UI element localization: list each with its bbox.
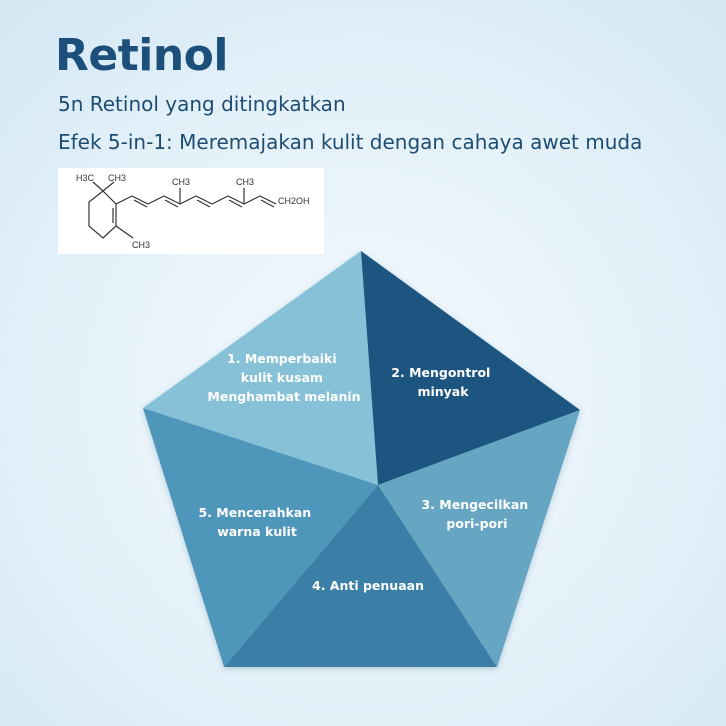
segment-1 (143, 251, 378, 485)
segment-5 (143, 408, 378, 667)
segment-3-label: 3. Mengecilkan pori-pori (421, 497, 532, 531)
retinol-structure-image: H3C CH3 CH3 CH3 CH2OH CH3 (58, 168, 324, 254)
segment-5-line: 5. Mencerahkan (198, 505, 311, 520)
segment-1-line: 1. Memperbaiki (227, 351, 337, 366)
segment-2 (361, 251, 580, 485)
segment-5-label: 5. Mencerahkan warna kulit (198, 505, 315, 539)
segment-2-label: 2. Mengontrol minyak (391, 365, 494, 399)
molecule-label: CH3 (108, 173, 126, 183)
segment-2-line: 2. Mengontrol (391, 365, 490, 380)
molecule-label: CH3 (236, 177, 254, 187)
segment-2-line: minyak (417, 384, 469, 399)
molecule-label: CH3 (172, 177, 190, 187)
page-title: Retinol (55, 30, 228, 81)
page-subtitle: 5n Retinol yang ditingkatkan (58, 92, 346, 116)
segment-3-line: pori-pori (446, 516, 507, 531)
molecule-label: CH3 (132, 240, 150, 250)
segment-4-label: 4. Anti penuaan (312, 578, 424, 593)
segment-3-line: 3. Mengecilkan (421, 497, 528, 512)
segment-1-label: 1. Memperbaiki kulit kusam Menghambat me… (207, 351, 360, 404)
segment-4 (224, 485, 497, 667)
molecule-label: H3C (76, 173, 95, 183)
segment-1-line: kulit kusam (241, 370, 323, 385)
segment-5-line: warna kulit (217, 524, 297, 539)
page-tagline: Efek 5-in-1: Meremajakan kulit dengan ca… (58, 130, 643, 154)
segment-3 (378, 410, 580, 667)
segment-1-line: Menghambat melanin (207, 389, 360, 404)
segment-4-line: 4. Anti penuaan (312, 578, 424, 593)
molecule-label: CH2OH (278, 196, 310, 206)
